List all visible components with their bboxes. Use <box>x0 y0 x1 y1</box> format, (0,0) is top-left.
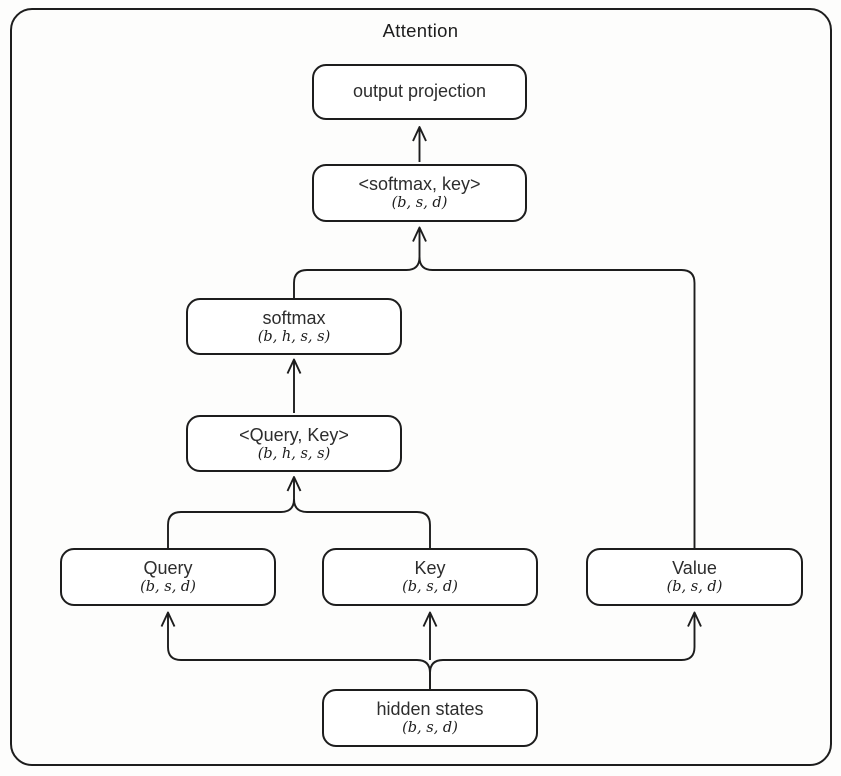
edge-softmax-key-to-output-projection <box>412 126 427 162</box>
node-output-projection: output projection <box>312 64 527 120</box>
node-key: Key (b, s, d) <box>322 548 538 606</box>
node-softmax-shape: (b, h, s, s) <box>257 328 331 345</box>
node-query-shape: (b, s, d) <box>140 579 196 596</box>
node-value-label: Value <box>672 558 717 579</box>
node-output-projection-label: output projection <box>352 81 487 102</box>
node-value-shape: (b, s, d) <box>666 579 723 596</box>
node-hidden-states-shape: (b, s, d) <box>402 720 458 737</box>
node-hidden-states-label: hidden states <box>376 699 484 720</box>
node-softmax-label: softmax <box>262 307 326 328</box>
node-query: Query (b, s, d) <box>60 548 276 606</box>
node-value: Value (b, s, d) <box>586 548 803 606</box>
node-query-key-shape: (b, h, s, s) <box>257 445 331 462</box>
node-softmax-key-label: <softmax, key> <box>358 174 481 195</box>
node-query-label: Query <box>143 558 193 579</box>
edge-hidden-states-to-query-key-value <box>160 611 702 689</box>
edge-query-key-to-softmax <box>286 358 302 413</box>
node-softmax: softmax (b, h, s, s) <box>186 298 402 355</box>
node-key-shape: (b, s, d) <box>402 579 458 596</box>
diagram-frame <box>10 8 832 766</box>
edge-softmax-and-value-to-softmax-key <box>293 226 696 548</box>
node-query-key-label: <Query, Key> <box>239 424 349 445</box>
node-softmax-key: <softmax, key> (b, s, d) <box>312 164 527 222</box>
edge-query-and-key-to-query-key <box>167 476 431 548</box>
node-softmax-key-shape: (b, s, d) <box>391 195 448 212</box>
node-hidden-states: hidden states (b, s, d) <box>322 689 538 747</box>
node-query-key: <Query, Key> (b, h, s, s) <box>186 415 402 472</box>
node-key-label: Key <box>414 558 446 579</box>
diagram-title: Attention <box>382 20 459 41</box>
